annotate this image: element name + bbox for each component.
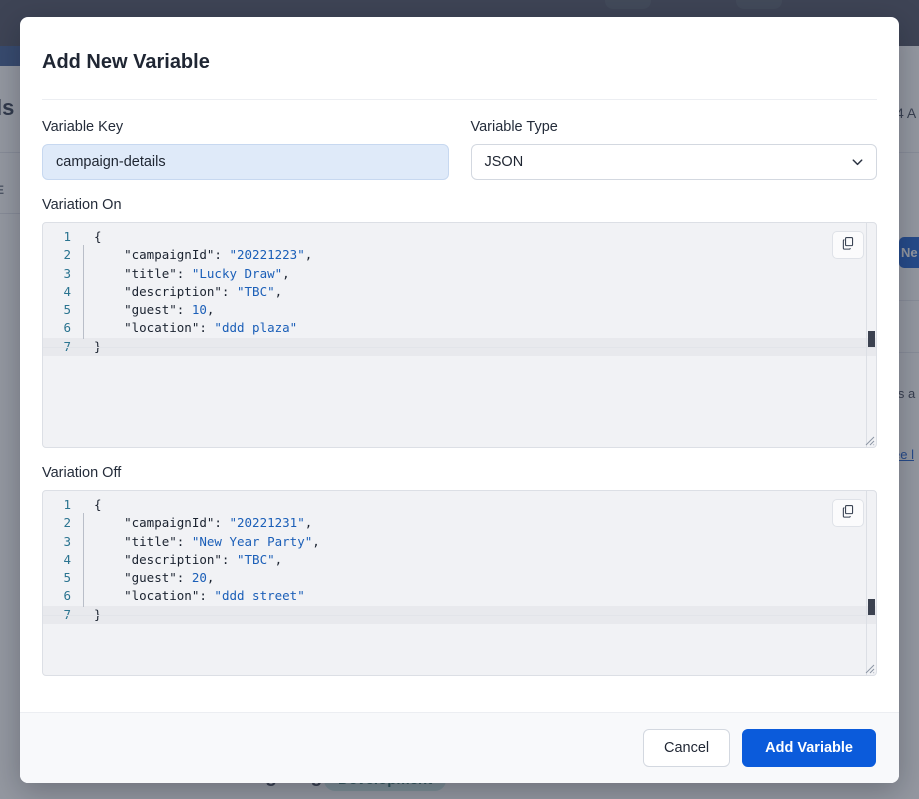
code-line: 1{ (43, 496, 876, 514)
variable-type-select[interactable]: JSON (470, 144, 877, 180)
variation-on-code[interactable]: 1{2 "campaignId": "20221223",3 "title": … (43, 223, 876, 447)
line-number: 6 (63, 320, 71, 336)
variable-type-label: Variable Type (470, 119, 558, 135)
variation-on-editor[interactable]: 1{2 "campaignId": "20221223",3 "title": … (42, 222, 877, 448)
line-number: 7 (43, 606, 80, 624)
line-number: 1 (63, 229, 71, 244)
variation-off-copy-button[interactable] (832, 499, 864, 527)
code-line: 5 "guest": 20, (43, 568, 876, 589)
variation-on-scrollbar-separator (866, 223, 867, 447)
line-number: 4 (63, 283, 71, 299)
code-line: 1{ (43, 228, 876, 246)
cancel-button[interactable]: Cancel (643, 729, 731, 767)
title-divider (42, 99, 877, 100)
page-title: Add New Variable (42, 51, 210, 73)
line-number: 3 (63, 265, 71, 281)
code-line: 2 "campaignId": "20221223", (43, 245, 876, 266)
variation-on-resize-handle[interactable] (862, 433, 875, 446)
code-text: "guest": 20, (94, 570, 215, 586)
code-line: 4 "description": "TBC", (43, 549, 876, 571)
indent-guide (80, 300, 90, 321)
variable-key-field-group: Variable Key (42, 119, 449, 180)
variation-on-copy-button[interactable] (832, 231, 864, 259)
variation-off-code[interactable]: 1{2 "campaignId": "20221231",3 "title": … (43, 491, 876, 675)
indent-guide (80, 263, 90, 285)
line-number: 5 (63, 570, 71, 586)
code-text: "campaignId": "20221223", (94, 247, 313, 263)
indent-guide (80, 318, 90, 340)
variable-key-label: Variable Key (42, 119, 124, 135)
code-text: } (90, 338, 102, 356)
modal-body: Add New Variable Variable Key Variable T… (20, 17, 899, 712)
line-number: 3 (63, 533, 71, 549)
code-line: 7} (43, 605, 876, 625)
variation-on-vertical-scrollbar[interactable] (867, 223, 876, 447)
indent-guide (80, 568, 90, 589)
line-number: 6 (63, 588, 71, 604)
line-number: 2 (63, 247, 71, 263)
code-line: 7} (43, 337, 876, 357)
line-number: 1 (63, 497, 71, 512)
indent-guide (80, 496, 90, 514)
variation-off-vertical-scrollbar[interactable] (867, 491, 876, 675)
copy-icon (841, 504, 855, 523)
variable-type-selected-value: JSON (484, 154, 524, 170)
code-line: 4 "description": "TBC", (43, 281, 876, 303)
indent-guide (80, 586, 90, 608)
code-text: "location": "ddd street" (94, 588, 305, 604)
indent-guide (80, 531, 90, 553)
code-text: } (90, 606, 102, 624)
code-line: 2 "campaignId": "20221231", (43, 513, 876, 534)
line-number: 4 (63, 551, 71, 567)
variation-off-editor[interactable]: 1{2 "campaignId": "20221231",3 "title": … (42, 490, 877, 676)
variation-off-scrollbar-thumb[interactable] (868, 599, 875, 615)
variation-off-label: Variation Off (42, 465, 122, 481)
indent-guide (80, 549, 90, 571)
indent-guide (80, 228, 90, 246)
form-row-primary: Variable Key Variable Type JSON (42, 119, 877, 180)
code-line: 5 "guest": 10, (43, 300, 876, 321)
add-variable-button[interactable]: Add Variable (742, 729, 876, 767)
indent-guide (80, 513, 90, 534)
code-line: 3 "title": "New Year Party", (43, 531, 876, 553)
variation-on-scrollbar-thumb[interactable] (868, 331, 875, 347)
variation-on-block: Variation On 1{2 "campaignId": "20221223… (42, 197, 877, 448)
modal-footer: Cancel Add Variable (20, 712, 899, 783)
code-text: "title": "New Year Party", (94, 533, 320, 549)
code-text: "campaignId": "20221231", (94, 515, 313, 531)
code-text: "description": "TBC", (94, 283, 283, 299)
code-line: 6 "location": "ddd plaza" (43, 318, 876, 340)
line-number: 2 (63, 515, 71, 531)
variation-off-resize-handle[interactable] (862, 661, 875, 674)
variable-type-select-wrap: JSON (470, 144, 877, 180)
code-text: { (94, 229, 102, 244)
variation-on-focus-underline (43, 347, 876, 348)
variation-off-focus-underline (43, 615, 876, 616)
code-text: "title": "Lucky Draw", (94, 265, 290, 281)
code-line: 3 "title": "Lucky Draw", (43, 263, 876, 285)
line-number: 7 (43, 338, 80, 356)
code-text: { (94, 497, 102, 512)
line-number: 5 (63, 302, 71, 318)
indent-guide (80, 281, 90, 303)
code-line: 6 "location": "ddd street" (43, 586, 876, 608)
code-text: "location": "ddd plaza" (94, 320, 298, 336)
code-text: "description": "TBC", (94, 551, 283, 567)
code-text: "guest": 10, (94, 302, 215, 318)
copy-icon (841, 236, 855, 255)
indent-guide (80, 245, 90, 266)
variation-off-block: Variation Off 1{2 "campaignId": "2022123… (42, 465, 877, 676)
variation-on-label: Variation On (42, 197, 122, 213)
variable-key-input[interactable] (42, 144, 449, 180)
add-variable-modal: Add New Variable Variable Key Variable T… (20, 17, 899, 783)
variation-off-scrollbar-separator (866, 491, 867, 675)
variable-type-field-group: Variable Type JSON (470, 119, 877, 180)
